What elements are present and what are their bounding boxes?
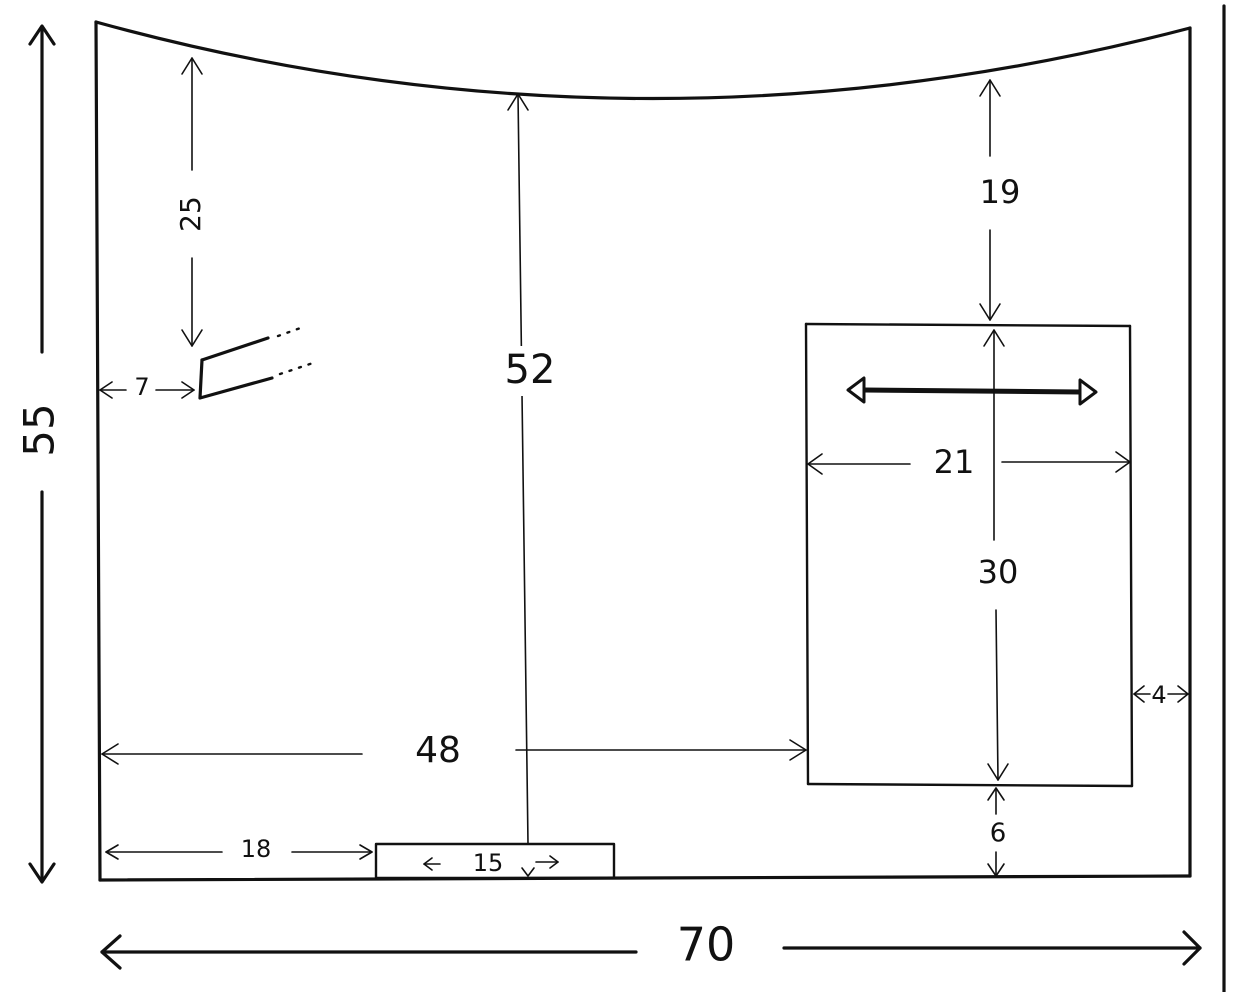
door-left-arrow-left	[101, 743, 119, 765]
door-top-dimension: 19	[979, 79, 1021, 321]
door-top-arrow-down	[979, 303, 1001, 321]
door-height-label: 30	[978, 553, 1019, 591]
door-height-arrow-up	[983, 329, 1005, 347]
door-width-label: 21	[934, 443, 975, 481]
width-arrow-right	[1182, 930, 1202, 966]
slot-left-label: 7	[134, 373, 149, 401]
center-height-label-bg	[494, 346, 564, 396]
overall-width-label: 70	[677, 918, 736, 972]
door-bottom-arrow-down	[987, 863, 1005, 877]
notch-width-arrow-left	[423, 857, 433, 871]
notch-width-label: 15	[473, 849, 504, 877]
center-height-arrow-top	[507, 93, 529, 111]
door-top-arrow-up	[979, 79, 1001, 97]
handle-end-left	[846, 376, 866, 404]
door-left-edge	[804, 322, 810, 786]
door-right-dimension: 4	[1133, 681, 1189, 709]
slot-top-arrow-up	[181, 57, 203, 75]
door-top-edge	[804, 322, 1132, 328]
door-right-edge	[1128, 324, 1134, 788]
slot-outline-top	[200, 336, 270, 362]
door-left-label: 48	[415, 730, 461, 771]
door-handle	[846, 376, 1098, 406]
height-arrow-top	[28, 24, 56, 46]
base-notch-left-dimension: 18	[105, 835, 373, 863]
slot-top-dimension: 25	[174, 57, 207, 347]
center-height-label: 52	[505, 347, 556, 393]
door-top-label: 19	[980, 173, 1021, 211]
door-right-label: 4	[1151, 681, 1166, 709]
door-width-arrow-right	[1115, 451, 1131, 473]
door-right-arrow-right	[1177, 685, 1189, 703]
width-arrow-left	[100, 934, 122, 970]
slot-left-arrow-left	[99, 381, 113, 399]
notch-left-label: 18	[241, 835, 272, 863]
door-bottom-arrow-up	[987, 787, 1005, 801]
slot-left-dimension: 7	[99, 373, 195, 401]
door-width-arrow-left	[807, 453, 823, 475]
panel-bottom-edge	[98, 874, 1192, 882]
door-height-arrow-down	[987, 763, 1009, 781]
slot-shape	[198, 324, 318, 400]
slot-top-label: 25	[174, 196, 207, 232]
handle-end-right	[1078, 378, 1098, 406]
notch-width-arrow-right	[549, 855, 559, 869]
panel-top-curve	[94, 20, 1192, 101]
handle-bar	[861, 387, 1083, 395]
notch-left-arrow-right	[359, 844, 373, 860]
slot-top-arrow-down	[181, 329, 203, 347]
door-right-arrow-left	[1133, 685, 1145, 703]
center-height-arrow-bottom	[521, 867, 535, 877]
panel-outline	[94, 20, 1192, 882]
height-arrow-bottom	[28, 862, 56, 884]
door-height-dimension: 30	[978, 329, 1019, 781]
slot-left-arrow-right	[181, 381, 195, 399]
door	[804, 322, 1134, 788]
slot-continuation-bottom	[278, 360, 318, 376]
slot-continuation-top	[276, 324, 308, 338]
door-left-dimension: 48	[101, 730, 807, 771]
door-height-line-lower	[995, 609, 999, 781]
door-bottom-dimension: 6	[987, 787, 1007, 877]
center-height-line	[517, 93, 529, 845]
center-height-dimension: 52	[494, 93, 564, 845]
door-width-dimension: 21	[807, 443, 1131, 481]
panel-left-edge	[94, 20, 102, 882]
slot-outline	[198, 358, 274, 400]
base-notch-outline	[374, 842, 616, 880]
door-bottom-label: 6	[990, 819, 1007, 849]
notch-left-arrow-left	[105, 844, 119, 860]
overall-width-dimension: 70	[100, 918, 1202, 972]
base-notch-width-dimension: 15	[423, 849, 559, 877]
door-left-arrow-right	[789, 739, 807, 761]
overall-height-dimension: 55	[15, 24, 64, 884]
overall-height-label: 55	[15, 403, 64, 456]
door-bottom-edge	[806, 782, 1134, 788]
base-notch	[374, 842, 616, 880]
